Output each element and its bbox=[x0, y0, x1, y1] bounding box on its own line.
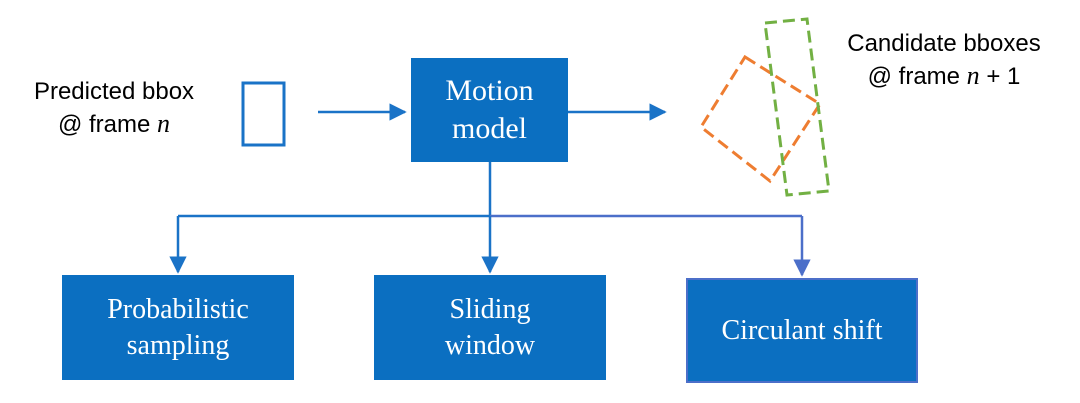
probabilistic-line1: Probabilistic bbox=[107, 293, 249, 325]
candidate-bboxes-line1: Candidate bboxes bbox=[847, 30, 1041, 57]
sliding-window-box: Sliding window bbox=[374, 275, 606, 380]
sliding-line1: Sliding bbox=[449, 293, 531, 325]
circulant-line1: Circulant shift bbox=[721, 314, 883, 346]
predicted-bbox-shape bbox=[241, 81, 286, 147]
motion-model-line1: Motion bbox=[445, 74, 534, 107]
motion-model-line2: model bbox=[451, 112, 527, 145]
candidate-bbox-green bbox=[763, 17, 831, 197]
predicted-bbox-line1: Predicted bbox bbox=[33, 78, 195, 105]
sliding-line2: window bbox=[444, 329, 536, 361]
predicted-frame-var: n bbox=[157, 109, 171, 138]
candidate-frame-prefix: @ frame bbox=[867, 63, 967, 90]
predicted-frame-prefix: @ frame bbox=[57, 111, 158, 138]
predicted-bbox-line2: @ frame n bbox=[8, 108, 220, 141]
candidate-bboxes-line2: @ frame n + 1 bbox=[826, 60, 1062, 93]
candidate-frame-var: n bbox=[966, 61, 980, 90]
candidate-frame-suffix: + 1 bbox=[979, 63, 1021, 90]
probabilistic-sampling-box: Probabilistic sampling bbox=[62, 275, 294, 380]
candidate-bbox-orange bbox=[699, 54, 823, 184]
probabilistic-line2: sampling bbox=[126, 329, 230, 361]
candidate-bboxes-label: Candidate bboxes @ frame n + 1 bbox=[826, 28, 1062, 93]
predicted-bbox-label: Predicted bbox @ frame n bbox=[8, 76, 220, 141]
motion-model-box: Motion model bbox=[411, 58, 568, 162]
circulant-shift-box: Circulant shift bbox=[686, 278, 918, 383]
